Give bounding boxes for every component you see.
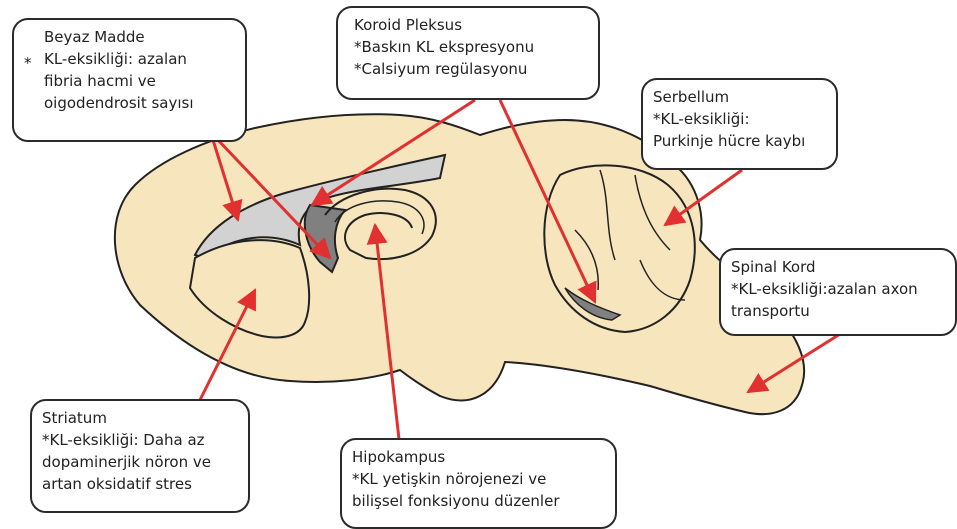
koroid-pleksus-title: Koroid Pleksus bbox=[354, 14, 588, 36]
spinal-kord-line-1: *KL-eksikliği:azalan axon bbox=[731, 278, 945, 300]
hipokampus-title: Hipokampus bbox=[352, 446, 605, 468]
striatum-line-1: *KL-eksikliği: Daha az bbox=[42, 429, 238, 451]
striatum-line-3: artan oksidatif stres bbox=[42, 473, 238, 495]
label-box-spinal-kord: Spinal Kord *KL-eksikliği:azalan axon tr… bbox=[719, 248, 957, 336]
serbellum-line-1: *KL-eksikliği: bbox=[653, 108, 826, 130]
spinal-kord-line-2: transportu bbox=[731, 300, 945, 322]
serbellum-title: Serbellum bbox=[653, 86, 826, 108]
beyaz-madde-line-1: KL-eksikliği: azalan bbox=[44, 48, 235, 70]
beyaz-madde-title: Beyaz Madde bbox=[44, 26, 235, 48]
spinal-kord-title: Spinal Kord bbox=[731, 256, 945, 278]
serbellum-line-2: Purkinje hücre kaybı bbox=[653, 130, 826, 152]
beyaz-madde-line-2: fibria hacmi ve bbox=[44, 70, 235, 92]
koroid-pleksus-line-2: *Calsiyum regülasyonu bbox=[354, 58, 588, 80]
bullet-star: * bbox=[24, 52, 32, 74]
hipokampus-line-2: bilişsel fonksiyonu düzenler bbox=[352, 490, 605, 512]
koroid-pleksus-line-1: *Baskın KL ekspresyonu bbox=[354, 36, 588, 58]
beyaz-madde-line-3: oigodendrosit sayısı bbox=[44, 92, 235, 114]
label-box-beyaz-madde: * Beyaz Madde KL-eksikliği: azalan fibri… bbox=[12, 18, 247, 142]
label-box-hipokampus: Hipokampus *KL yetişkin nörojenezi ve bi… bbox=[340, 438, 617, 529]
label-box-striatum: Striatum *KL-eksikliği: Daha az dopamine… bbox=[30, 399, 250, 513]
label-box-serbellum: Serbellum *KL-eksikliği: Purkinje hücre … bbox=[641, 78, 838, 170]
hipokampus-line-1: *KL yetişkin nörojenezi ve bbox=[352, 468, 605, 490]
striatum-title: Striatum bbox=[42, 407, 238, 429]
striatum-line-2: dopaminerjik nöron ve bbox=[42, 451, 238, 473]
label-box-koroid-pleksus: Koroid Pleksus *Baskın KL ekspresyonu *C… bbox=[336, 6, 600, 100]
